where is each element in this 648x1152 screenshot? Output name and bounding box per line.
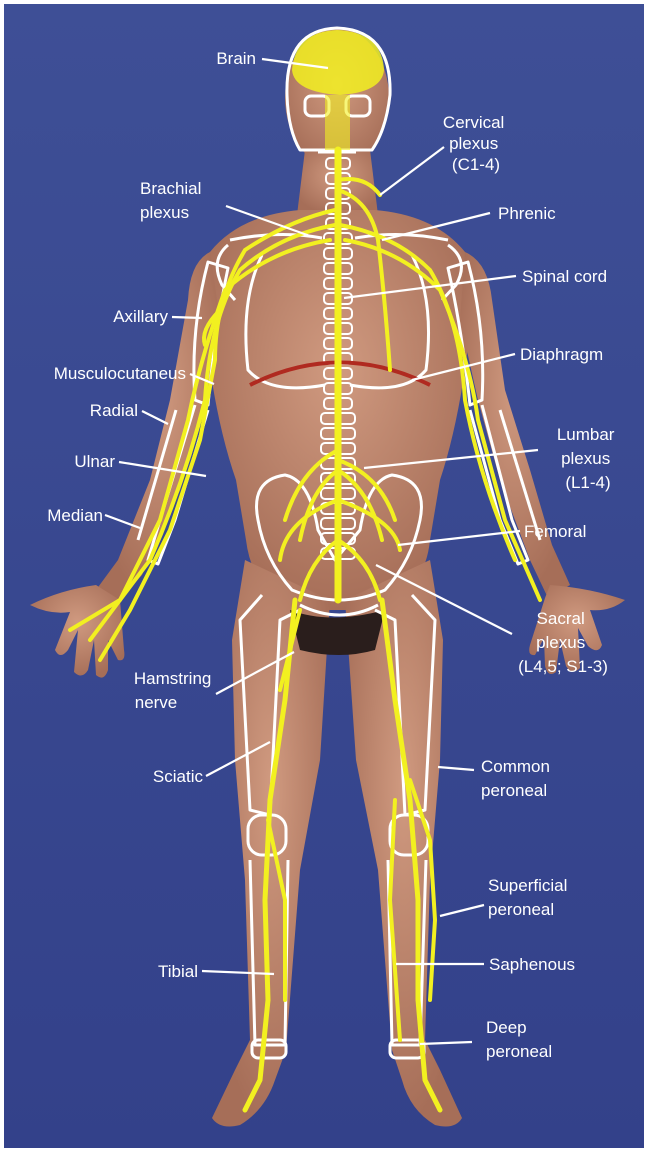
label-median: Median <box>47 506 103 525</box>
label-cervical-plexus: Cervical plexus (C1-4) <box>443 113 509 174</box>
label-brain: Brain <box>216 49 256 68</box>
label-diaphragm: Diaphragm <box>520 345 603 364</box>
brainstem <box>325 95 350 150</box>
label-lumbar-plexus: Lumbar plexus (L1-4) <box>557 425 619 492</box>
label-musculocutaneus: Musculocutaneus <box>54 364 186 383</box>
label-ulnar: Ulnar <box>74 452 115 471</box>
label-phrenic: Phrenic <box>498 204 556 223</box>
label-tibial: Tibial <box>158 962 198 981</box>
label-axillary: Axillary <box>113 307 168 326</box>
label-radial: Radial <box>90 401 138 420</box>
label-saphenous: Saphenous <box>489 955 575 974</box>
label-sciatic: Sciatic <box>153 767 204 786</box>
label-femoral: Femoral <box>524 522 586 541</box>
label-spinal-cord: Spinal cord <box>522 267 607 286</box>
